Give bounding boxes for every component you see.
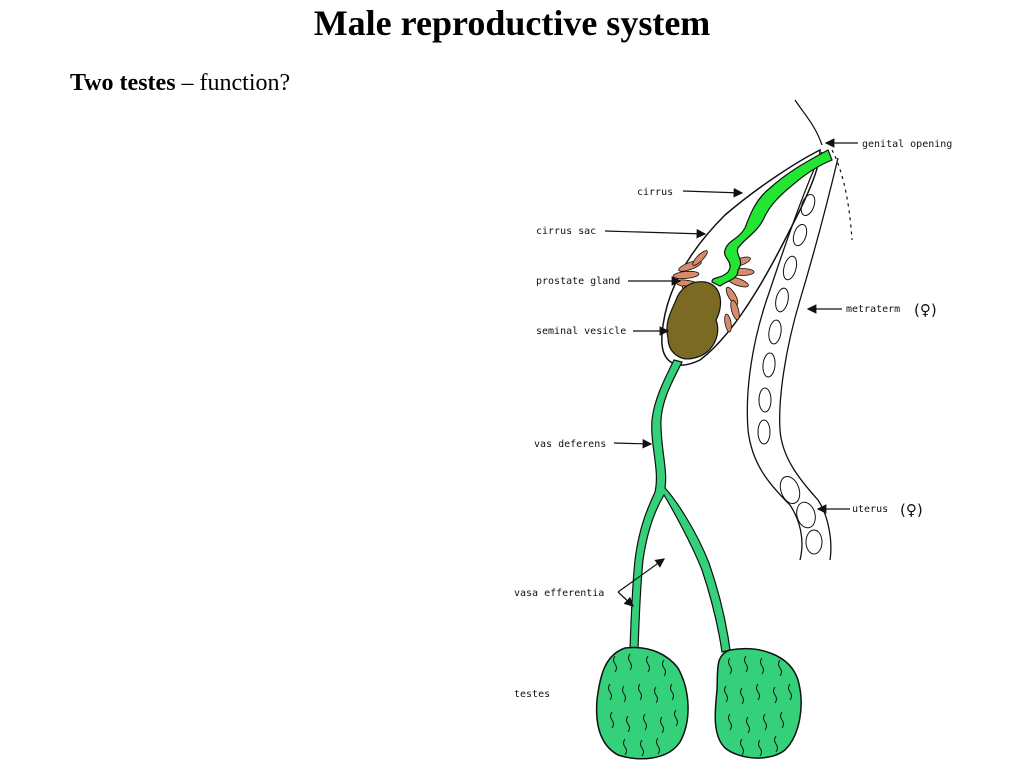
label-testes: testes	[514, 689, 550, 700]
cirrus	[711, 149, 833, 287]
subtitle-rest: – function?	[175, 70, 291, 96]
label-uterus-symbol: (♀)	[900, 501, 923, 519]
body-wall-outline	[794, 99, 823, 146]
testis-right	[714, 648, 802, 759]
label-genital-opening: genital opening	[862, 139, 952, 150]
metraterm-eggs	[757, 193, 823, 555]
slide-subtitle: Two testes – function?	[70, 70, 290, 97]
slide-title: Male reproductive system	[313, 3, 711, 43]
metraterm-uterus	[746, 151, 839, 561]
seminal-vesicle	[666, 281, 722, 360]
label-seminal-vesicle: seminal vesicle	[536, 326, 626, 337]
label-vas-deferens: vas deferens	[534, 439, 606, 450]
subtitle-bold: Two testes	[70, 70, 176, 96]
leader-arrows	[604, 138, 858, 607]
label-prostate-gland: prostate gland	[536, 276, 620, 287]
testis-left	[595, 646, 689, 760]
label-metraterm: metraterm	[846, 304, 900, 315]
cirrus-sac	[661, 148, 821, 366]
sperm-ducts	[629, 359, 731, 653]
label-vasa-efferentia: vasa efferentia	[514, 588, 604, 599]
label-cirrus: cirrus	[637, 187, 673, 198]
label-uterus: uterus	[852, 504, 888, 515]
body-wall-outline-right	[831, 149, 853, 241]
label-cirrus-sac: cirrus sac	[536, 226, 596, 237]
label-metraterm-symbol: (♀)	[914, 301, 937, 319]
